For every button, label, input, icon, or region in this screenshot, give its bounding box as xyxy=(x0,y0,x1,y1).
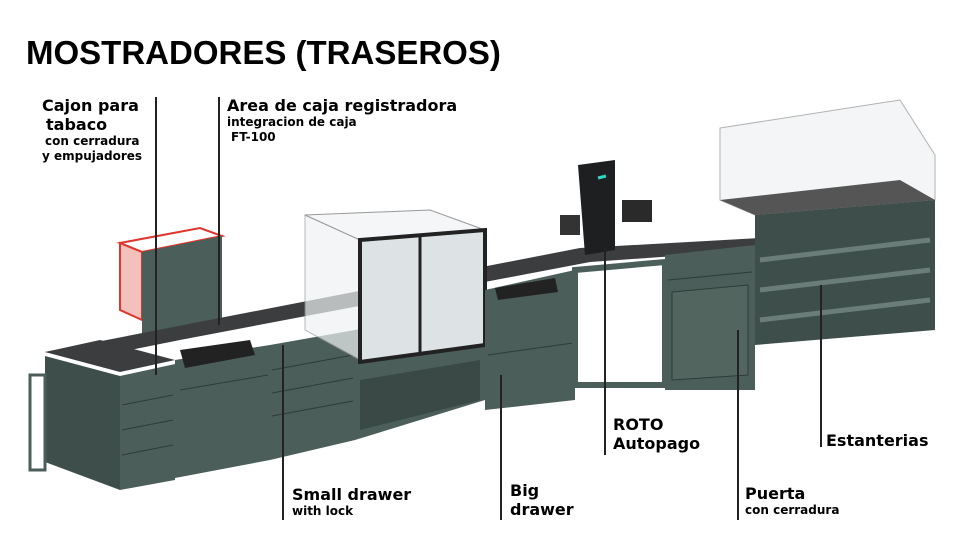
leader-line-roto xyxy=(604,245,606,455)
door-unit xyxy=(665,245,755,390)
label-small-drawer-title: Small drawer xyxy=(292,485,412,504)
label-cajon-sub2: y empujadores xyxy=(42,148,143,163)
label-puerta-sub: con cerradura xyxy=(745,503,840,518)
label-cajon-title: Cajon para xyxy=(42,96,139,115)
register-area-unit xyxy=(175,340,270,478)
big-drawer-unit xyxy=(485,270,575,410)
label-puerta-title: Puerta xyxy=(745,484,806,503)
label-area-title: Area de caja registradora xyxy=(227,96,458,115)
roto-kiosk xyxy=(560,160,668,388)
display-case xyxy=(304,209,487,440)
small-drawer-unit xyxy=(270,330,355,460)
shelving-unit xyxy=(719,99,936,345)
label-estanterias: Estanterias xyxy=(826,431,928,450)
leader-line-puerta xyxy=(737,330,739,520)
label-big-drawer-title2: drawer xyxy=(510,500,574,520)
leader-line-cajon xyxy=(155,97,157,375)
counter-top xyxy=(45,238,760,360)
label-roto-title: ROTO xyxy=(613,415,664,434)
label-roto: ROTO Autopago xyxy=(613,415,700,453)
label-small-drawer: Small drawer with lock xyxy=(292,485,411,519)
label-cajon-title2: tabaco xyxy=(46,115,108,135)
label-area: Area de caja registradora integracion de… xyxy=(227,96,457,144)
label-big-drawer: Big drawer xyxy=(510,481,574,519)
leader-line-small-drawer xyxy=(282,345,284,520)
label-area-model: FT-100 xyxy=(231,129,276,144)
leader-line-big-drawer xyxy=(500,375,502,520)
label-cajon: Cajon para tabaco con cerradura y empuja… xyxy=(42,96,142,163)
tobacco-drawer-cage xyxy=(116,226,226,345)
leader-line-area xyxy=(218,97,220,325)
page-title: MOSTRADORES (TRASEROS) xyxy=(26,34,501,71)
label-roto-sub: Autopago xyxy=(613,434,701,454)
label-puerta: Puerta con cerradura xyxy=(745,484,839,518)
label-big-drawer-title: Big xyxy=(510,481,540,500)
label-small-drawer-sub: with lock xyxy=(292,504,354,519)
left-drawer-unit xyxy=(28,340,175,490)
label-estanterias-title: Estanterias xyxy=(826,431,929,450)
label-area-sub: integracion de caja xyxy=(227,115,357,130)
leader-line-estanterias xyxy=(820,285,822,447)
label-cajon-sub: con cerradura xyxy=(45,134,140,149)
